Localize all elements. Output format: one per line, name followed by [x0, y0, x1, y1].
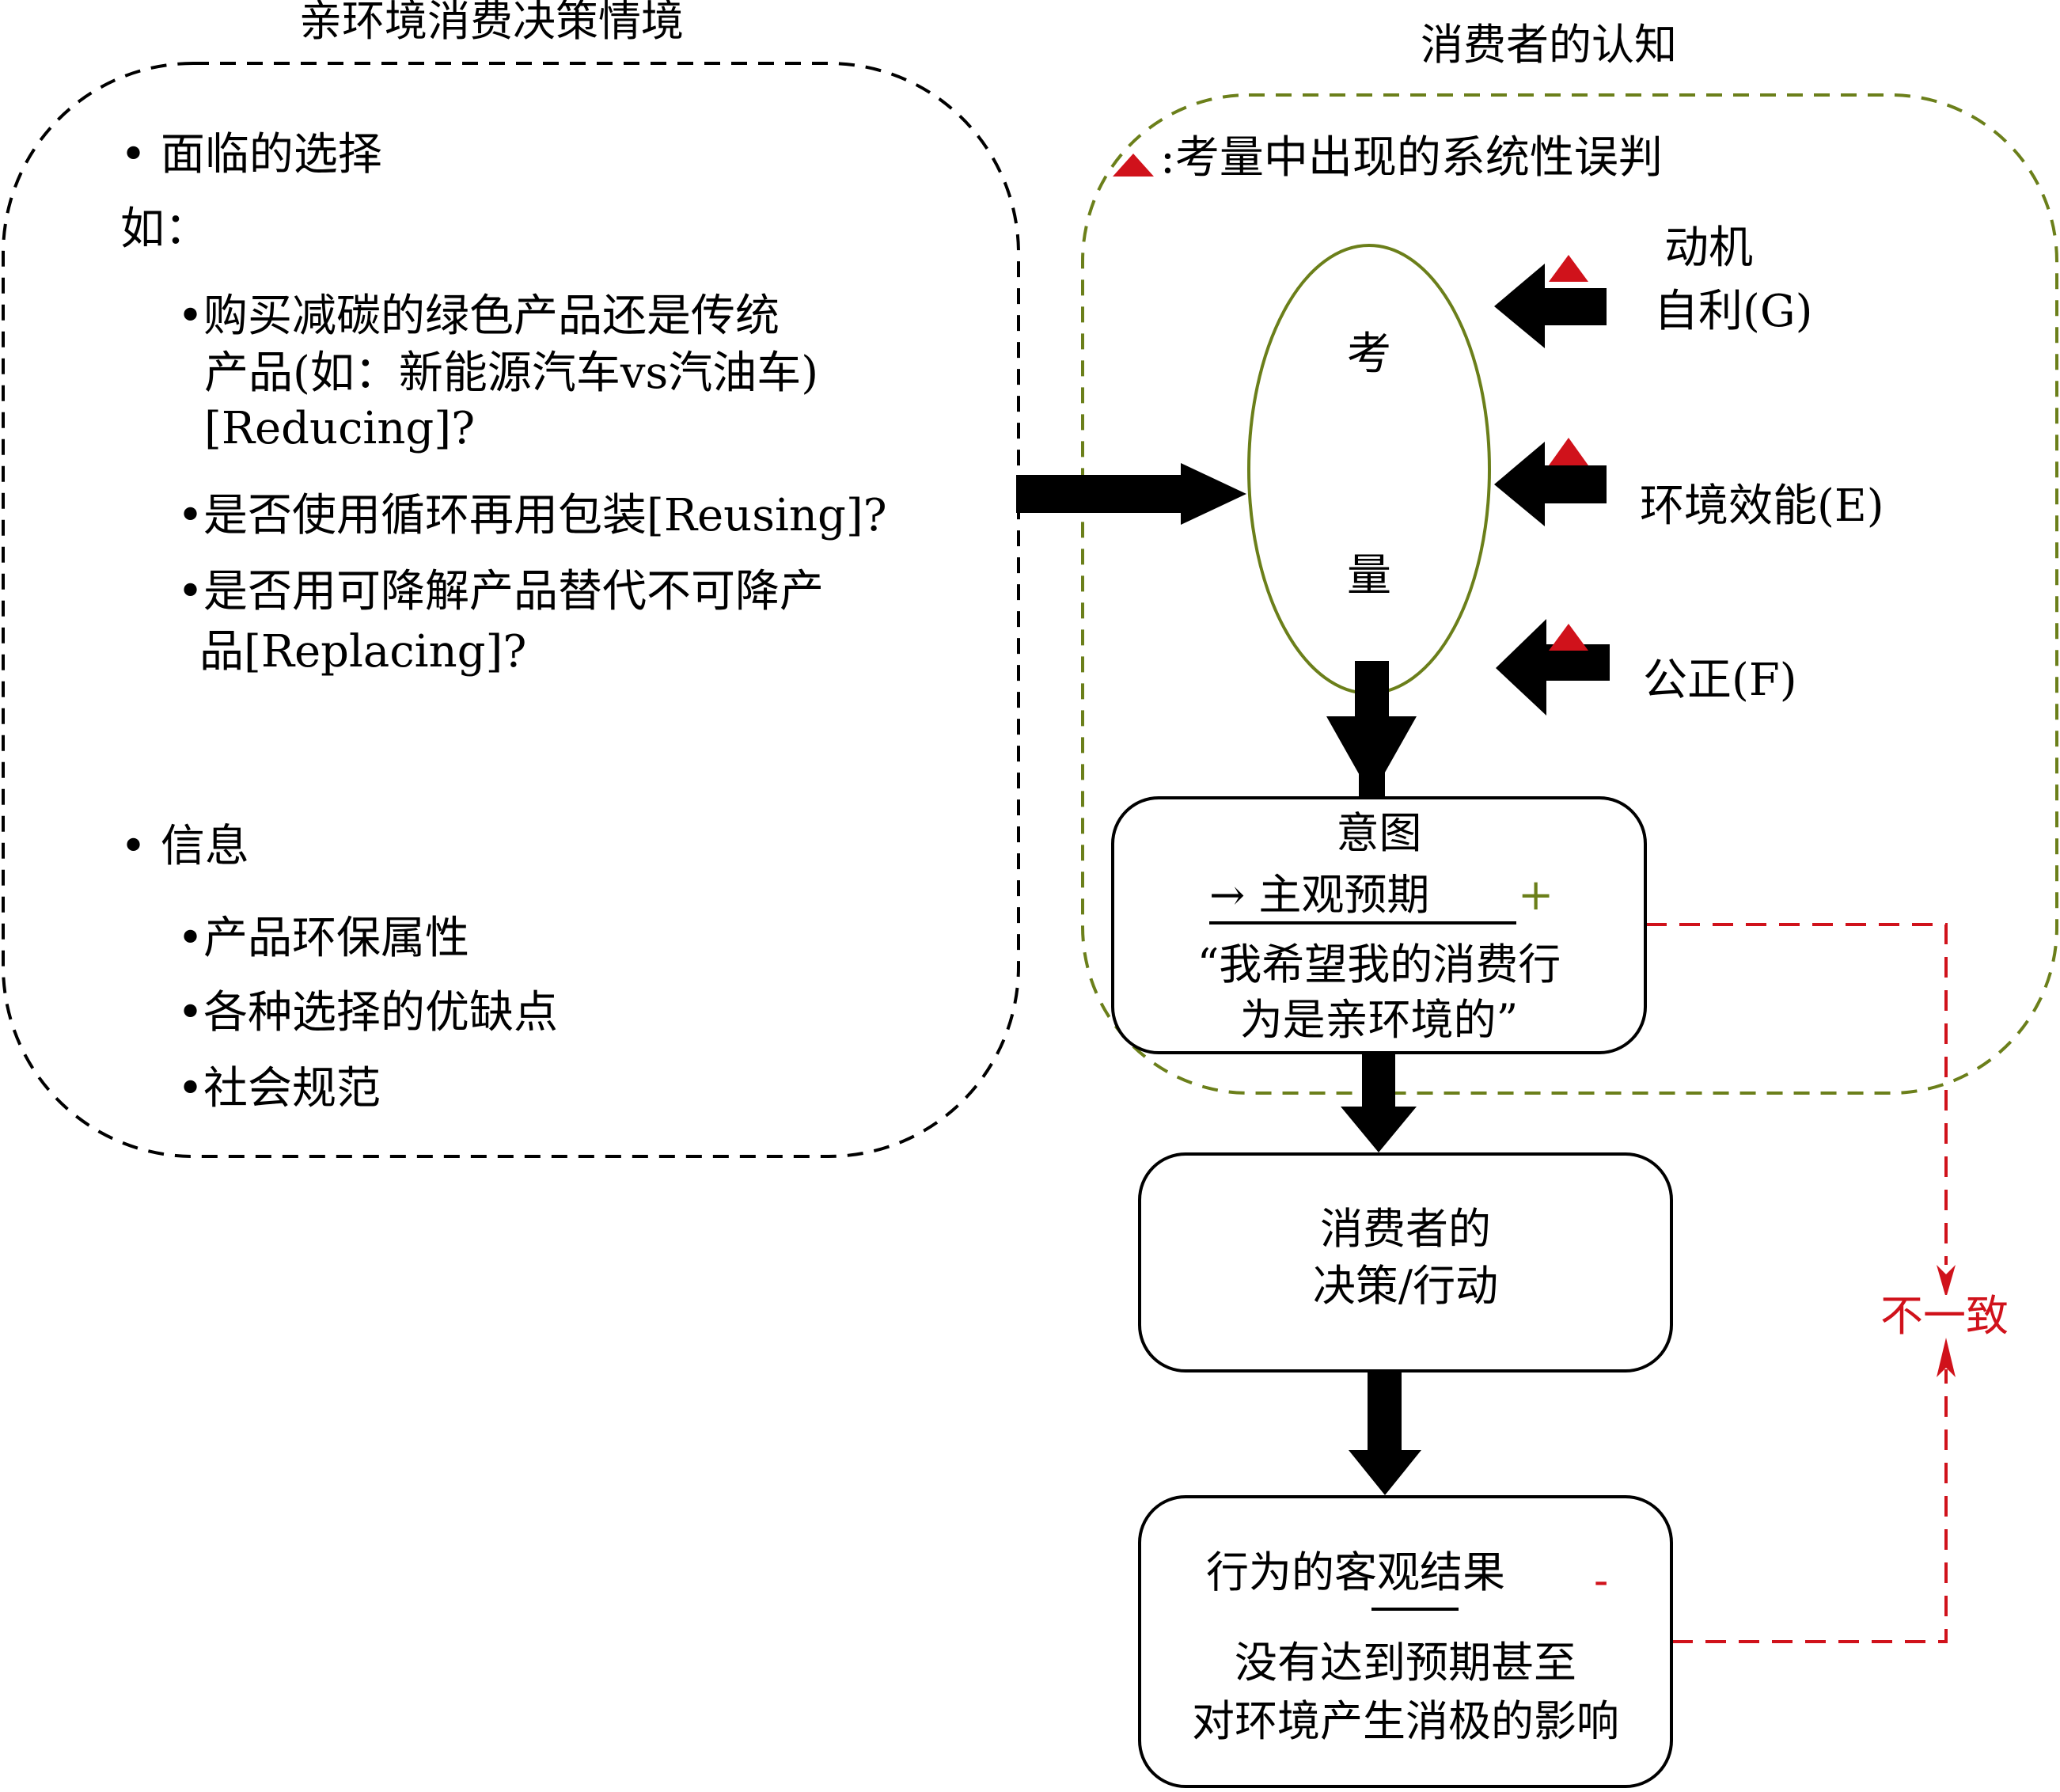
- decision-context-container: [2, 62, 1020, 1158]
- decision-line2: 决策/行动: [1312, 1261, 1499, 1311]
- outcome-line2: 对环境产生消极的影响: [1192, 1696, 1619, 1746]
- intention-subtitle: → 主观预期: [1209, 874, 1516, 924]
- context-to-consideration-arrow: [1016, 463, 1246, 525]
- intention-to-decision-arrow: [1341, 1054, 1417, 1152]
- misjudgment-triangle-g: [1549, 255, 1588, 282]
- outcome-title: 行为的客观结果: [1206, 1547, 1505, 1597]
- mismatch-arrowhead-down: [1937, 1265, 1956, 1298]
- info-item-social-norms: •社会规范: [177, 1063, 381, 1114]
- consideration-arrow-shaft: [1326, 661, 1417, 796]
- info-item-pros-cons: •各种选择的优缺点: [177, 987, 559, 1038]
- misjudgment-legend-triangle: [1113, 154, 1154, 177]
- intention-quote-line1: “我希望我的消费行: [1197, 940, 1561, 989]
- mismatch-connector-bottom: [1672, 1369, 1948, 1643]
- decision-context-title: 亲环境消费决策情境: [299, 0, 684, 46]
- positive-sign: +: [1518, 870, 1554, 920]
- mismatch-arrowhead-up: [1937, 1338, 1956, 1377]
- decision-to-outcome-arrow: [1349, 1372, 1421, 1495]
- factor-self-interest-label: 自利(G): [1654, 286, 1813, 337]
- misjudgment-triangle-f: [1549, 624, 1588, 651]
- info-heading: • 信息: [120, 821, 249, 872]
- intention-title: 意图: [1336, 808, 1422, 858]
- intention-quote-line2: 为是亲环境的”: [1239, 995, 1519, 1045]
- factor-arrow-fairness: [1496, 619, 1610, 716]
- factor-arrow-efficacy: [1494, 442, 1607, 526]
- choice-reusing: •是否使用循环再用包装[Reusing]?: [177, 490, 887, 541]
- decision-box: [1138, 1152, 1673, 1372]
- consideration-char-2: 量: [1347, 550, 1391, 602]
- factor-arrow-self-interest: [1494, 264, 1607, 348]
- consumer-cognition-title: 消费者的认知: [1421, 20, 1677, 70]
- factor-fairness-label: 公正(F): [1643, 655, 1797, 706]
- choice-reducing-line3: [Reducing]?: [204, 403, 476, 454]
- choice-replacing-line1: •是否用可降解产品替代不可降产: [177, 566, 825, 617]
- mismatch-connector-top: [1646, 923, 1948, 1265]
- negative-sign: -: [1594, 1555, 1609, 1605]
- outcome-box: [1138, 1495, 1673, 1788]
- misjudgment-legend: :考量中出现的系统性误判: [1160, 132, 1663, 184]
- factor-motive-label: 动机: [1664, 222, 1753, 274]
- info-item-product: •产品环保属性: [177, 913, 470, 964]
- outcome-underline: [1371, 1608, 1459, 1611]
- choice-replacing-line2: 品[Replacing]?: [199, 626, 527, 678]
- consideration-char-1: 考: [1347, 328, 1391, 380]
- consideration-ellipse: [1247, 244, 1491, 695]
- misjudgment-triangle-e: [1549, 438, 1588, 465]
- decision-line1: 消费者的: [1320, 1204, 1491, 1254]
- choice-reducing-line2: 产品(如：新能源汽车vs汽油车): [204, 347, 819, 399]
- example-label: 如：: [120, 203, 209, 255]
- intention-box: [1111, 796, 1647, 1054]
- mismatch-label: 不一致: [1877, 1295, 2012, 1338]
- choice-reducing-line1: •购买减碳的绿色产品还是传统: [177, 290, 780, 342]
- choices-heading: • 面临的选择: [120, 129, 382, 180]
- factor-efficacy-label: 环境效能(E): [1640, 480, 1884, 532]
- outcome-line1: 没有达到预期甚至: [1235, 1638, 1576, 1688]
